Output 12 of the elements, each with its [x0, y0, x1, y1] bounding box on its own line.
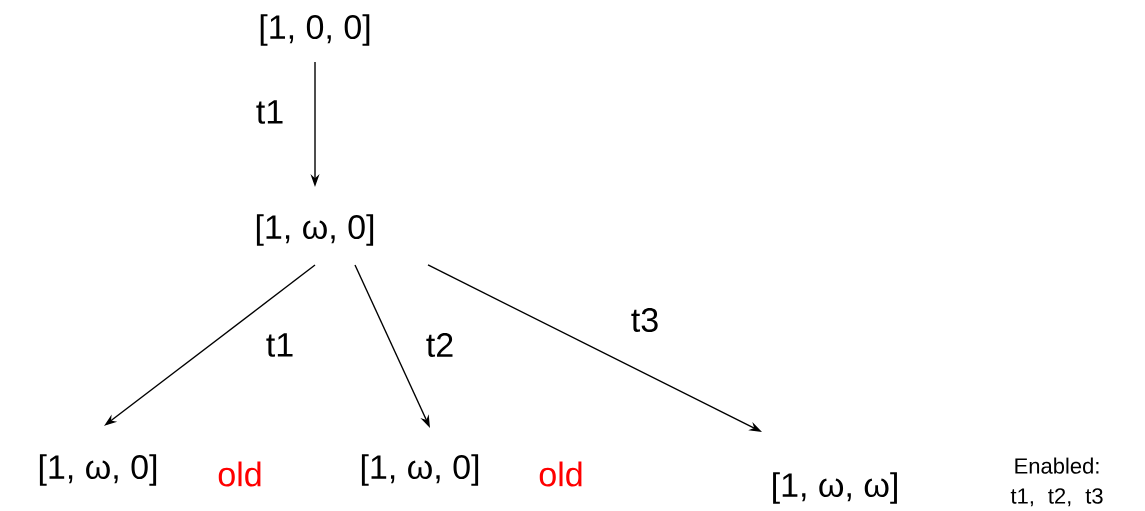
state-label: [1, 0, 0] — [260, 14, 370, 46]
note-text: Enabled: t1, t2, t3 — [1010, 457, 1103, 507]
status-label: old — [218, 461, 261, 487]
edge-label: t2 — [424, 332, 456, 358]
state-label: [1, ω, 0] — [361, 454, 479, 486]
state-label: [1, ω, ω] — [773, 472, 897, 504]
edge-label: t1 — [264, 332, 296, 358]
status-label: old — [539, 461, 582, 487]
edge-label: t1 — [254, 99, 286, 125]
state-label: [1, ω, 0] — [256, 214, 374, 246]
edge-label: t3 — [629, 306, 661, 334]
state-label: [1, ω, 0] — [39, 454, 157, 486]
